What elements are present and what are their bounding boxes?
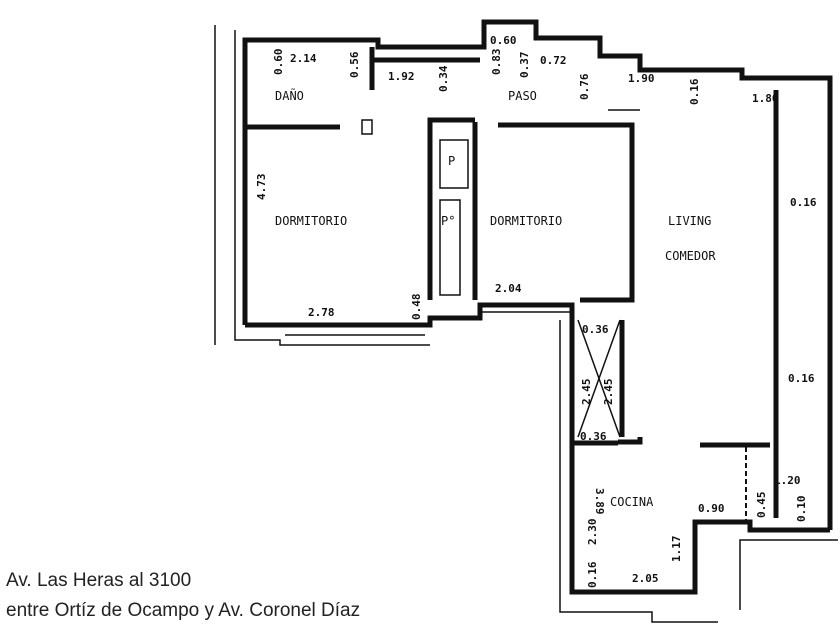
dimension-label: 0.36 (582, 323, 609, 336)
dimension-label: 0.37 (518, 52, 531, 79)
address-line-1: Av. Las Heras al 3100 (6, 570, 192, 591)
walls (214, 19, 838, 623)
dimension-label: 1.80 (752, 92, 779, 105)
dimension-label: 1.20 (774, 474, 801, 487)
dimension-label: 2.30 (586, 519, 599, 546)
dimension-labels: 0.60 2.14 0.56 1.92 0.34 0.60 0.83 0.37 … (255, 34, 817, 588)
dimension-label: 0.36 (580, 430, 607, 443)
dimension-label: 2.78 (308, 306, 335, 319)
dimension-label: 0.34 (437, 65, 450, 92)
dimension-label: 2.45 (602, 379, 615, 406)
dimension-label: 2.14 (290, 52, 317, 65)
dimension-label: 0.76 (578, 73, 591, 100)
dimension-label: 0.60 (490, 34, 517, 47)
dimension-label: 1.17 (670, 536, 683, 563)
room-label-closet-1: P (448, 154, 455, 168)
room-label-bedroom-2: DORMITORIO (490, 214, 562, 228)
room-label-living: LIVING (668, 214, 711, 228)
dimension-label: 1.92 (388, 70, 415, 83)
address-line-2: entre Ortíz de Ocampo y Av. Coronel Díaz (6, 600, 361, 621)
room-label-bath: DAÑO (275, 88, 304, 103)
dimension-label: 0.48 (410, 294, 423, 321)
room-label-closet-2: P° (441, 214, 455, 228)
dimension-label: 0.60 (272, 49, 285, 76)
dimension-label: 0.45 (755, 492, 768, 519)
room-label-bedroom-1: DORMITORIO (275, 214, 347, 228)
dimension-label: 0.90 (698, 502, 725, 515)
dimension-label: 2.45 (580, 379, 593, 406)
dimension-label: 2.04 (495, 282, 522, 295)
dimension-label: 0.16 (788, 372, 815, 385)
dimension-label: 0.16 (688, 78, 701, 105)
room-label-hall: PASO (508, 89, 537, 103)
dimension-label: 2.05 (632, 572, 659, 585)
room-label-dining: COMEDOR (665, 249, 716, 263)
dimension-label: 0.72 (540, 54, 567, 67)
dimension-label: 0.56 (348, 51, 361, 78)
room-label-kitchen: COCINA (610, 495, 654, 509)
dimension-label: 3.89 (593, 488, 606, 515)
dimension-label: 0.10 (795, 496, 808, 523)
dimension-label: 0.16 (790, 196, 817, 209)
dimension-label: 1.90 (628, 72, 655, 85)
dimension-label: 4.73 (255, 174, 268, 201)
dimension-label: 0.16 (586, 561, 599, 588)
dimension-label: 0.83 (490, 49, 503, 76)
